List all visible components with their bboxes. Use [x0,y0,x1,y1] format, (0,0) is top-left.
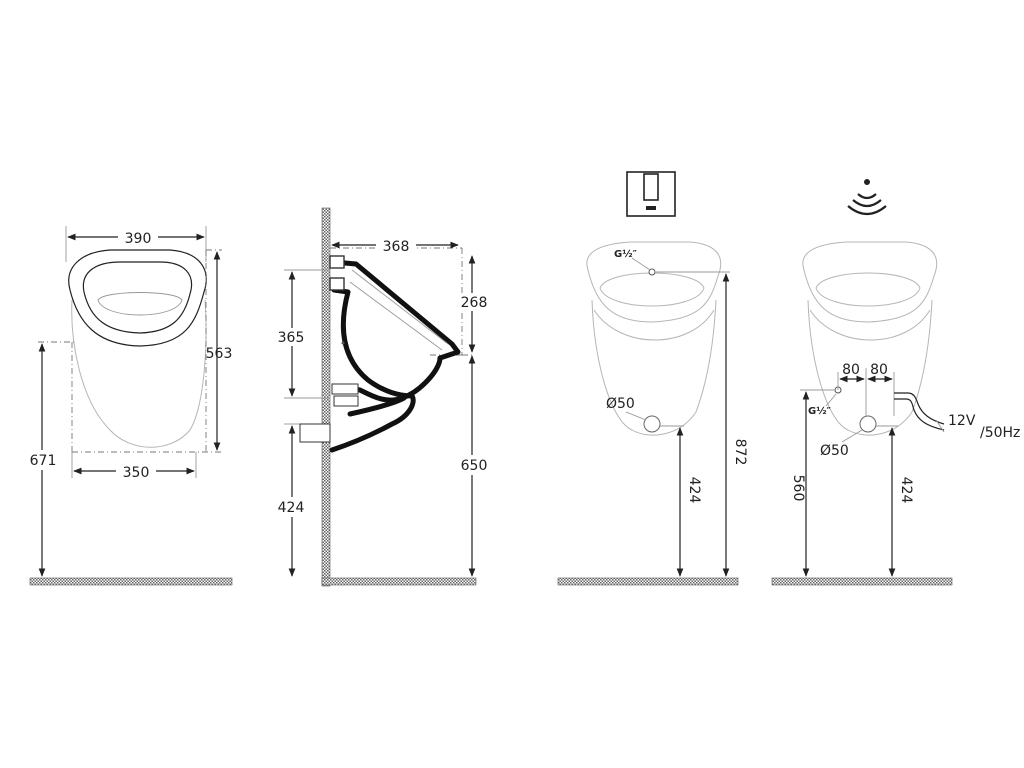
side-section-body [331,259,461,403]
sensor-offset-left: 80 [842,362,860,378]
sensor-frequency-label: /50Hz [980,425,1020,441]
side-section-trap [329,393,416,453]
sensor-waste-point [859,415,877,433]
sensor-offset-right: 80 [870,362,888,378]
manual-inlet-height: 872 [732,439,748,466]
dim-waste-height: 424 [278,500,305,516]
front-bowl [97,292,183,316]
dim-projection: 368 [383,239,410,255]
sensor-cable [894,392,945,425]
front-rim-outer [68,249,207,347]
floor-side [321,577,477,586]
sensor-waste-height: 424 [898,477,914,504]
floor-sensor [771,577,953,586]
view-manual: G½″ Ø50 872 424 [557,171,748,586]
sensor-waste-label: Ø50 [820,443,849,459]
side-section-floor [347,395,407,417]
flush-button-icon [626,171,676,217]
dim-inlet-to-waste: 365 [278,330,305,346]
view-sensor: 80 80 12V /50Hz G½″ Ø50 560 424 [771,179,1020,586]
side-waste-pipe [299,423,331,443]
sensor-rim [802,241,938,323]
sensor-power-label: 12V [948,413,976,429]
dim-depth: 563 [206,346,233,362]
manual-inlet-label: G½″ [614,249,638,260]
manual-inlet-point [648,268,656,276]
sensor-inlet-label: G½″ [808,406,832,417]
dim-top-to-outlet: 268 [461,295,488,311]
floor-manual [557,577,739,586]
manual-waste-label: Ø50 [606,396,635,412]
dim-total-height: 650 [461,458,488,474]
sensor-wave-icon [847,179,887,216]
wall-side [321,207,331,587]
side-inlet [329,255,345,269]
front-body-outline [71,299,207,448]
side-spud [331,383,359,395]
manual-waste-height: 424 [686,477,702,504]
dim-width-bottom: 350 [123,465,150,481]
view-side: 368 268 650 365 424 [272,207,492,587]
manual-waste-point [643,415,661,433]
dim-width-top: 390 [125,231,152,247]
front-rim-inner [82,261,193,334]
manual-rim [586,241,722,323]
dim-mount-height: 671 [30,453,57,469]
view-front: 390 563 350 671 [26,226,233,586]
sensor-inlet-height: 560 [790,475,806,502]
side-section-back [331,287,415,399]
floor-front [29,577,233,586]
